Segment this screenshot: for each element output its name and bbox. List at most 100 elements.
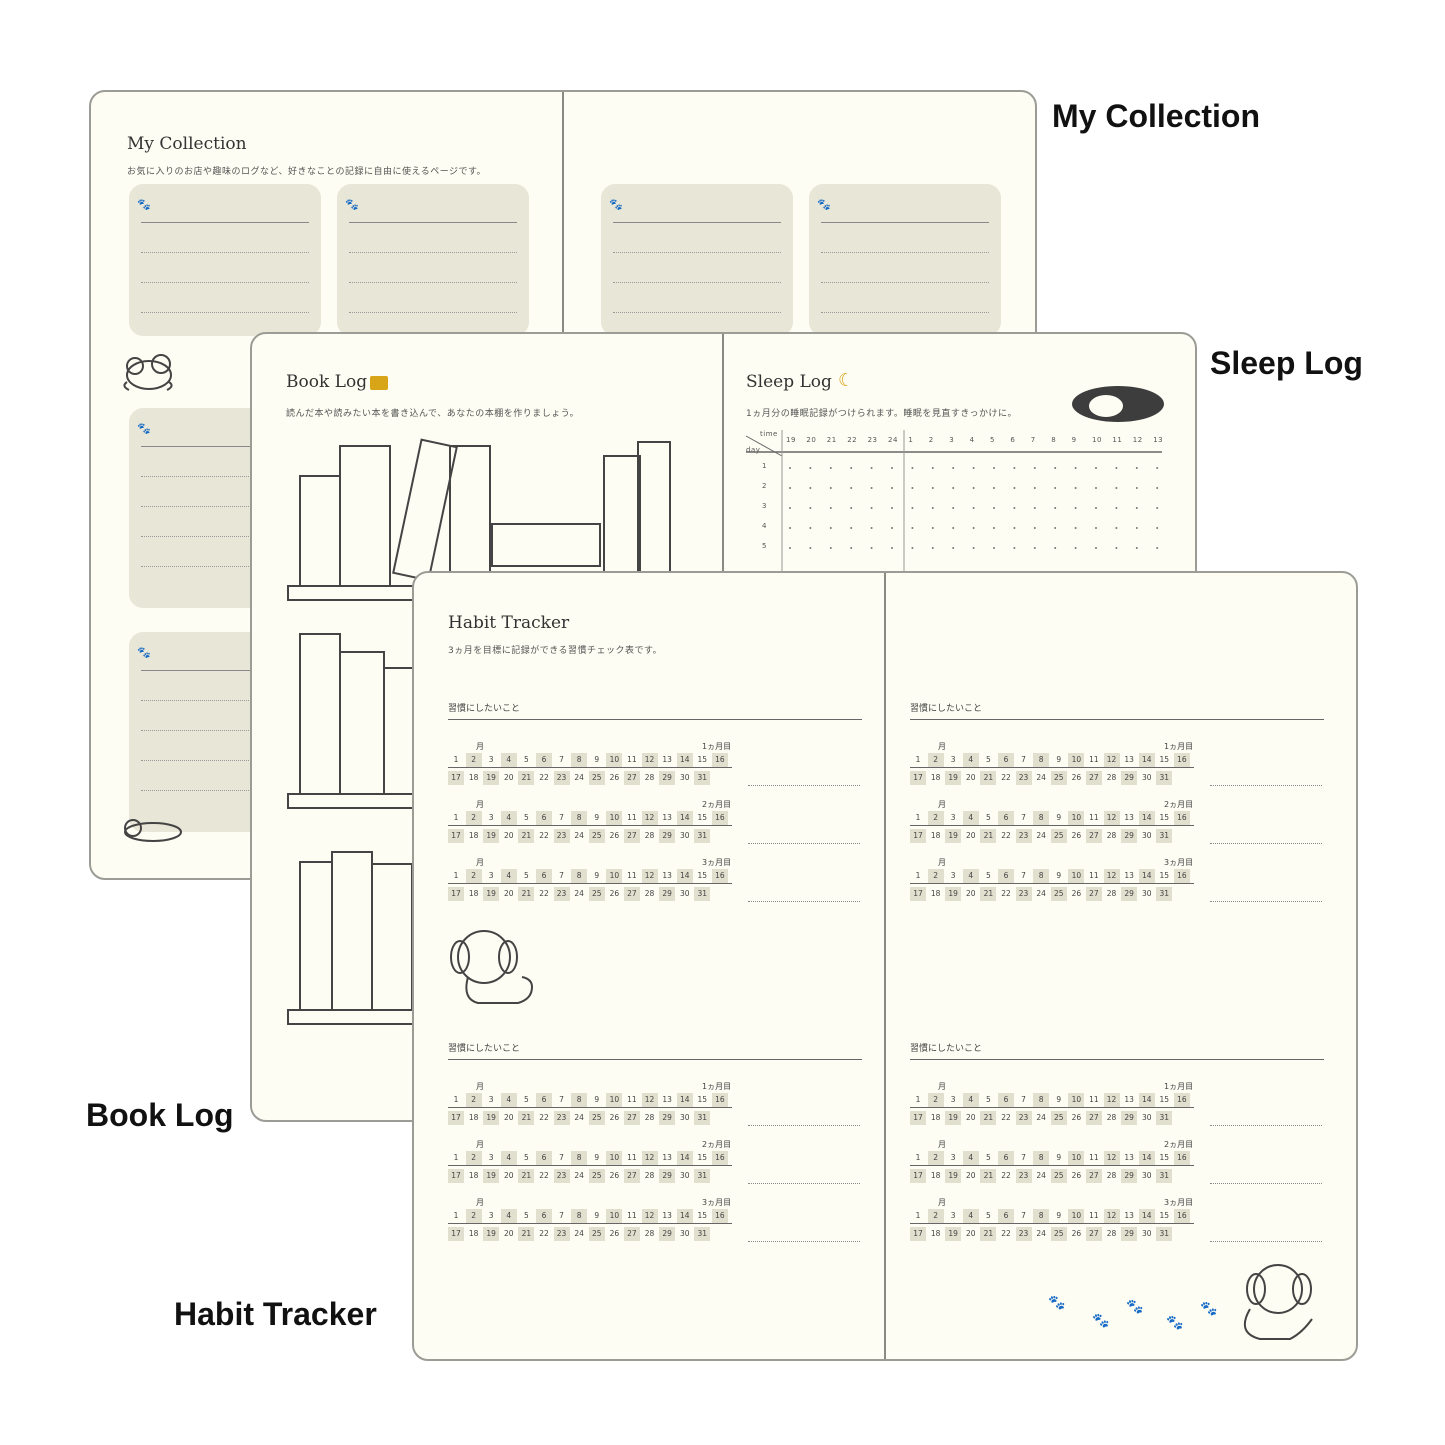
day-checkbox[interactable]: 28 [644, 773, 655, 782]
day-checkbox[interactable]: 19 [945, 1169, 962, 1183]
day-checkbox[interactable]: 22 [1001, 831, 1011, 840]
day-checkbox[interactable]: 27 [1085, 771, 1102, 785]
day-checkbox[interactable]: 24 [574, 1171, 584, 1180]
day-checkbox[interactable]: 2 [465, 1151, 482, 1165]
day-checkbox[interactable]: 1 [453, 1211, 459, 1220]
day-checkbox[interactable]: 12 [641, 1209, 658, 1223]
day-checkbox[interactable]: 2 [927, 1093, 944, 1107]
day-checkbox[interactable]: 20 [504, 831, 514, 840]
day-checkbox[interactable]: 7 [1021, 1211, 1026, 1220]
day-checkbox[interactable]: 26 [609, 1171, 620, 1180]
day-checkbox[interactable]: 20 [966, 1229, 976, 1238]
day-checkbox[interactable]: 28 [1106, 889, 1117, 898]
day-checkbox[interactable]: 6 [997, 1151, 1014, 1165]
day-checkbox[interactable]: 18 [468, 1171, 479, 1180]
day-checkbox[interactable]: 11 [1089, 813, 1099, 822]
day-checkbox[interactable]: 9 [594, 755, 600, 764]
day-checkbox[interactable]: 5 [985, 755, 991, 764]
day-checkbox[interactable]: 27 [1085, 887, 1102, 901]
day-checkbox[interactable]: 6 [997, 1209, 1014, 1223]
day-checkbox[interactable]: 23 [553, 1227, 570, 1241]
day-checkbox[interactable]: 8 [571, 753, 588, 767]
day-checkbox[interactable]: 22 [1001, 773, 1011, 782]
day-checkbox[interactable]: 17 [910, 1227, 926, 1241]
habit-name-line[interactable] [910, 719, 1324, 720]
day-checkbox[interactable]: 4 [962, 869, 979, 883]
day-checkbox[interactable]: 3 [950, 813, 956, 822]
day-checkbox[interactable]: 2 [927, 1209, 944, 1223]
day-checkbox[interactable]: 28 [644, 831, 655, 840]
day-checkbox[interactable]: 12 [641, 1151, 658, 1165]
day-checkbox[interactable]: 27 [1085, 1169, 1102, 1183]
habit-name-line[interactable] [910, 1059, 1324, 1060]
day-checkbox[interactable]: 13 [1124, 755, 1134, 764]
day-checkbox[interactable]: 18 [930, 831, 941, 840]
day-checkbox[interactable]: 12 [1103, 1151, 1120, 1165]
day-checkbox[interactable]: 31 [1156, 1111, 1173, 1125]
day-checkbox[interactable]: 15 [1159, 1153, 1170, 1162]
day-checkbox[interactable]: 25 [1050, 887, 1067, 901]
day-checkbox[interactable]: 12 [641, 1093, 658, 1107]
day-checkbox[interactable]: 8 [571, 1093, 588, 1107]
note-line[interactable] [748, 1125, 860, 1126]
day-checkbox[interactable]: 27 [623, 1227, 640, 1241]
day-checkbox[interactable]: 10 [1068, 753, 1085, 767]
day-checkbox[interactable]: 22 [1001, 1113, 1011, 1122]
day-checkbox[interactable]: 5 [523, 871, 529, 880]
day-checkbox[interactable]: 4 [500, 753, 517, 767]
day-checkbox[interactable]: 1 [915, 813, 921, 822]
day-checkbox[interactable]: 28 [1106, 773, 1117, 782]
day-checkbox[interactable]: 24 [574, 1113, 584, 1122]
day-checkbox[interactable]: 13 [662, 1153, 672, 1162]
day-checkbox[interactable]: 21 [518, 1111, 535, 1125]
day-checkbox[interactable]: 6 [997, 753, 1014, 767]
day-checkbox[interactable]: 18 [468, 1229, 479, 1238]
day-checkbox[interactable]: 24 [1036, 889, 1046, 898]
day-checkbox[interactable]: 12 [641, 869, 658, 883]
day-checkbox[interactable]: 15 [1159, 755, 1170, 764]
day-checkbox[interactable]: 4 [962, 1093, 979, 1107]
day-checkbox[interactable]: 21 [518, 1227, 535, 1241]
day-checkbox[interactable]: 28 [1106, 1171, 1117, 1180]
day-checkbox[interactable]: 14 [676, 1151, 693, 1165]
day-checkbox[interactable]: 20 [504, 773, 514, 782]
day-checkbox[interactable]: 29 [659, 887, 676, 901]
day-checkbox[interactable]: 4 [962, 1209, 979, 1223]
day-checkbox[interactable]: 20 [966, 773, 976, 782]
day-checkbox[interactable]: 2 [927, 811, 944, 825]
day-checkbox[interactable]: 29 [1121, 829, 1138, 843]
day-checkbox[interactable]: 8 [1033, 811, 1050, 825]
day-checkbox[interactable]: 11 [627, 755, 637, 764]
day-checkbox[interactable]: 29 [659, 1111, 676, 1125]
day-checkbox[interactable]: 26 [1071, 773, 1082, 782]
day-checkbox[interactable]: 30 [679, 773, 690, 782]
note-line[interactable] [1210, 1183, 1322, 1184]
day-checkbox[interactable]: 30 [1141, 1113, 1152, 1122]
day-checkbox[interactable]: 24 [574, 773, 584, 782]
day-checkbox[interactable]: 31 [1156, 771, 1173, 785]
day-checkbox[interactable]: 9 [594, 813, 600, 822]
day-checkbox[interactable]: 18 [930, 773, 941, 782]
day-checkbox[interactable]: 17 [910, 1111, 926, 1125]
day-checkbox[interactable]: 3 [950, 1211, 956, 1220]
day-checkbox[interactable]: 24 [1036, 831, 1046, 840]
day-checkbox[interactable]: 24 [574, 831, 584, 840]
day-checkbox[interactable]: 4 [500, 811, 517, 825]
day-checkbox[interactable]: 17 [910, 771, 926, 785]
day-checkbox[interactable]: 11 [1089, 755, 1099, 764]
day-checkbox[interactable]: 4 [500, 1209, 517, 1223]
day-checkbox[interactable]: 31 [694, 887, 711, 901]
day-checkbox[interactable]: 26 [609, 1113, 620, 1122]
day-checkbox[interactable]: 22 [539, 1171, 549, 1180]
day-checkbox[interactable]: 11 [1089, 871, 1099, 880]
day-checkbox[interactable]: 24 [574, 1229, 584, 1238]
day-checkbox[interactable]: 16 [711, 811, 728, 825]
day-checkbox[interactable]: 27 [1085, 1227, 1102, 1241]
day-checkbox[interactable]: 25 [588, 1169, 605, 1183]
day-checkbox[interactable]: 9 [594, 1211, 600, 1220]
day-checkbox[interactable]: 10 [606, 869, 623, 883]
day-checkbox[interactable]: 17 [448, 1111, 464, 1125]
day-checkbox[interactable]: 20 [966, 1171, 976, 1180]
day-checkbox[interactable]: 7 [559, 1211, 564, 1220]
day-checkbox[interactable]: 10 [1068, 1209, 1085, 1223]
